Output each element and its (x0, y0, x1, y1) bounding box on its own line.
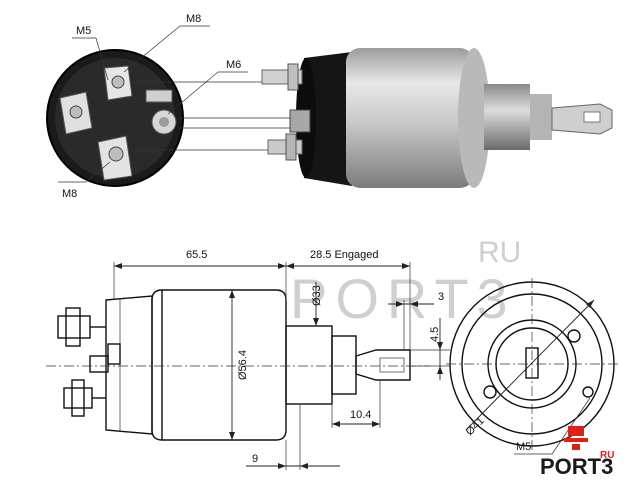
label-m5-bottom: M5 (516, 441, 531, 453)
brand-logo: PORT3 RU (540, 426, 614, 479)
dim-dia-41: Ø41 (464, 415, 487, 438)
dim-9: 9 (252, 453, 258, 465)
watermark-ru: RU (478, 236, 521, 269)
label-m6: M6 (226, 59, 241, 71)
brand-suffix: RU (600, 450, 614, 461)
dim-10-4: 10.4 (350, 409, 371, 421)
dim-65-5: 65.5 (186, 249, 207, 261)
watermark-port3: PORT3 (290, 267, 516, 330)
solenoid-photo (261, 48, 613, 188)
dim-4-5: 4.5 (429, 327, 441, 342)
brand-name: PORT3 (540, 454, 613, 479)
side-dimensions: 65.5 28.5 Engaged Ø33 Ø56.4 3 4.5 (113, 249, 450, 470)
terminal-end-view (46, 49, 184, 187)
side-view-drawing (46, 289, 430, 441)
dim-28-5-engaged: 28.5 Engaged (310, 249, 379, 261)
top-callouts: M5 M8 M6 M8 (58, 13, 300, 200)
watermark: RU PORT3 (290, 236, 521, 330)
dim-dia-33: Ø33 (311, 285, 323, 306)
dim-3: 3 (438, 291, 444, 303)
label-m8-top: M8 (186, 13, 201, 25)
piston-icon (564, 426, 588, 450)
dim-dia-56-4: Ø56.4 (237, 350, 249, 380)
label-m8-bottom: M8 (62, 188, 77, 200)
label-m5-top: M5 (76, 25, 91, 37)
